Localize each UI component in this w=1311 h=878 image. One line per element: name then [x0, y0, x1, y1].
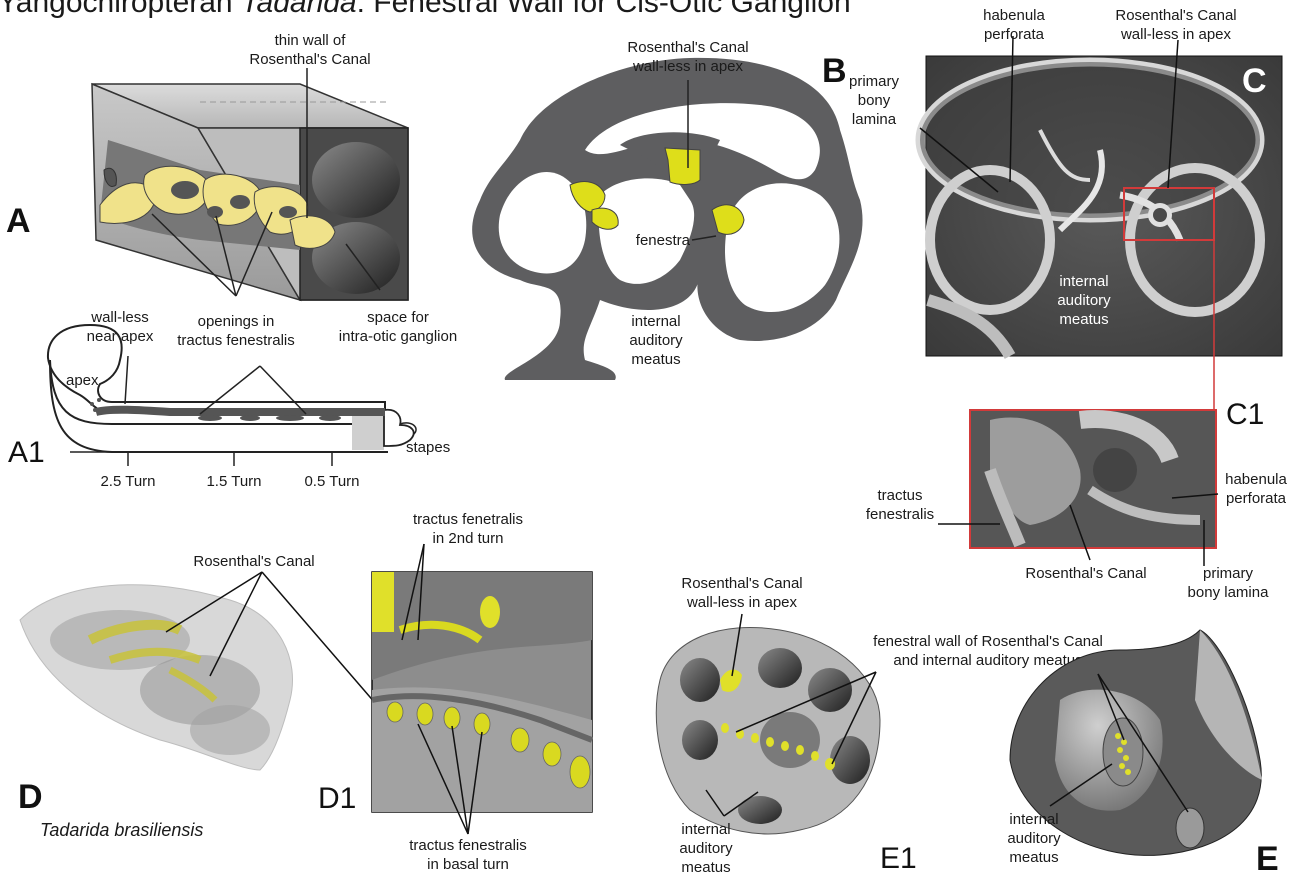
label-b-rc-1: Rosenthal's Canal: [627, 39, 748, 56]
label-c-rc-1: Rosenthal's Canal: [1115, 7, 1236, 24]
label-c1-pbl-2: bony lamina: [1188, 584, 1270, 601]
label-c-pbl-1: primary: [849, 73, 900, 90]
label-d-tfb-2: in basal turn: [427, 856, 509, 873]
panel-e1-3d-render: [656, 614, 880, 834]
label-b-fenestra: fenestra: [636, 232, 691, 249]
panel-label-c: C: [1242, 62, 1267, 100]
label-openings-1: openings in: [198, 313, 275, 330]
label-b-rc-2: wall-less in apex: [632, 58, 744, 75]
label-c1-tf-2: fenestralis: [866, 506, 934, 523]
panel-c1-zoom-image: [938, 410, 1218, 566]
label-e-rc-1: Rosenthal's Canal: [681, 575, 802, 592]
label-c1-rc: Rosenthal's Canal: [1025, 565, 1146, 582]
label-e-fw-1: fenestral wall of Rosenthal's Canal: [873, 633, 1103, 650]
label-b-iam-2: auditory: [629, 332, 683, 349]
label-e1-iam-3: meatus: [681, 859, 730, 876]
label-c1-hab-2: perforata: [1226, 490, 1287, 507]
panel-label-e1: E1: [880, 842, 917, 875]
label-d-tf2-2: in 2nd turn: [433, 530, 504, 547]
label-d-rc: Rosenthal's Canal: [193, 553, 314, 570]
panel-label-a1: A1: [8, 436, 45, 469]
label-d-tf2-1: tractus fenetralis: [413, 511, 523, 528]
label-openings-2: tractus fenestralis: [177, 332, 295, 349]
label-e1-iam-2: auditory: [679, 840, 733, 857]
label-c-iam-2: auditory: [1057, 292, 1111, 309]
label-b-iam-3: meatus: [631, 351, 680, 368]
label-c1-tf-1: tractus: [877, 487, 922, 504]
label-thin-wall-1: thin wall of: [275, 32, 347, 49]
label-wallless-1: wall-less: [90, 309, 149, 326]
panel-c-ct-image: [920, 36, 1282, 410]
label-e1-iam-1: internal: [681, 821, 730, 838]
panel-d-3d-render: [20, 572, 376, 770]
label-turn-1-5: 1.5 Turn: [206, 473, 261, 490]
label-thin-wall-2: Rosenthal's Canal: [249, 51, 370, 68]
panel-label-c1: C1: [1226, 398, 1264, 431]
label-e-rc-2: wall-less in apex: [686, 594, 798, 611]
label-e-iam-2: auditory: [1007, 830, 1061, 847]
label-d-tfb-1: tractus fenestralis: [409, 837, 527, 854]
panel-label-d: D: [18, 778, 43, 816]
label-c-iam-3: meatus: [1059, 311, 1108, 328]
label-space-2: intra-otic ganglion: [339, 328, 457, 345]
label-c1-hab-1: habenula: [1225, 471, 1287, 488]
label-c-rc-2: wall-less in apex: [1120, 26, 1232, 43]
panel-d1-zoom-render: [372, 544, 592, 834]
label-turn-0-5: 0.5 Turn: [304, 473, 359, 490]
panel-label-d1: D1: [318, 782, 356, 815]
label-apex: apex: [66, 372, 99, 389]
label-stapes: stapes: [406, 439, 450, 456]
label-space-1: space for: [367, 309, 429, 326]
label-turn-2-5: 2.5 Turn: [100, 473, 155, 490]
label-c-iam-1: internal: [1059, 273, 1108, 290]
label-c-pbl-2: bony: [858, 92, 891, 109]
species-name: Tadarida brasiliensis: [40, 820, 203, 841]
panel-label-e: E: [1256, 840, 1279, 878]
label-e-fw-2: and internal auditory meatus: [893, 652, 1082, 669]
panel-label-a: A: [6, 202, 31, 240]
panel-label-b: B: [822, 52, 847, 90]
label-c1-pbl-1: primary: [1203, 565, 1254, 582]
label-b-iam-1: internal: [631, 313, 680, 330]
label-c-pbl-3: lamina: [852, 111, 897, 128]
label-c-hab-2: perforata: [984, 26, 1045, 43]
label-e-iam-1: internal: [1009, 811, 1058, 828]
label-c-hab-1: habenula: [983, 7, 1045, 24]
label-e-iam-3: meatus: [1009, 849, 1058, 866]
panel-a-illustration: [92, 68, 408, 300]
